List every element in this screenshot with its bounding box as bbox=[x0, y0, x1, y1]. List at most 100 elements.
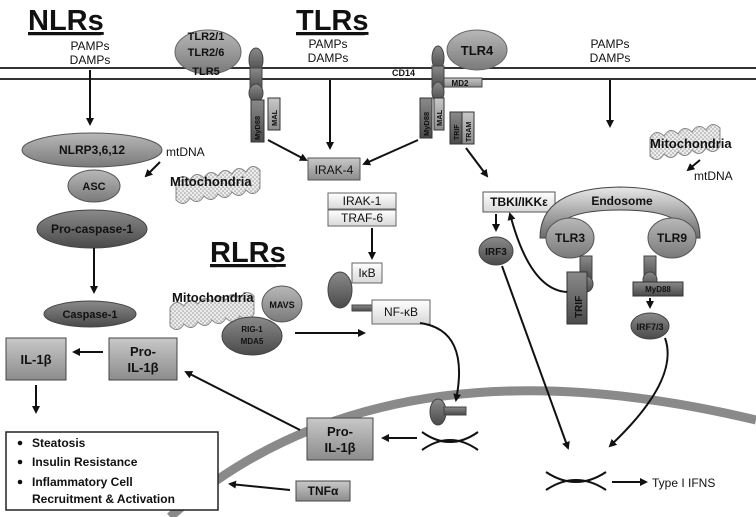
myd88-adaptor-tlr2 bbox=[250, 99, 265, 143]
tlr3-label: TLR3 bbox=[555, 231, 585, 245]
myd88-adaptor-tlr9 bbox=[632, 281, 684, 297]
mitochondria-label-right: Mitochondria bbox=[650, 136, 732, 151]
rig1-mda5 bbox=[221, 316, 283, 356]
traf6-label: TRAF-6 bbox=[341, 211, 383, 225]
myd88-adaptor-tlr4 bbox=[419, 97, 433, 139]
trif-label-tlr3: TRIF bbox=[574, 296, 585, 318]
mavs bbox=[261, 285, 303, 323]
tlr9-label: TLR9 bbox=[657, 231, 687, 245]
tnfa-label: TNFα bbox=[308, 484, 339, 498]
irf3 bbox=[478, 236, 514, 266]
mitochondria-label-left: Mitochondria bbox=[170, 174, 252, 189]
right-pamps-label: PAMPs bbox=[590, 37, 629, 51]
tram-adaptor-tlr4 bbox=[461, 111, 475, 145]
mal-label-tlr2: MAL bbox=[270, 109, 279, 126]
dna-ifn bbox=[545, 471, 607, 491]
cd14-label: CD14 bbox=[392, 68, 415, 78]
rig1-label: RIG-1 bbox=[241, 325, 263, 334]
rlrs-header: RLRs bbox=[210, 237, 286, 269]
tbk-label: TBKI/IKKε bbox=[490, 195, 548, 209]
irak-1 bbox=[327, 192, 397, 210]
effect-insulin-resistance: Insulin Resistance bbox=[32, 455, 138, 469]
endosome bbox=[539, 186, 701, 239]
nfkb-label: NF-κB bbox=[384, 305, 418, 319]
pro-il1b-n-line2: IL-1β bbox=[324, 440, 355, 455]
irak4-label: IRAK-4 bbox=[315, 163, 354, 177]
nlrp-inflammasome bbox=[21, 132, 163, 168]
tlr3 bbox=[545, 217, 595, 259]
myd88-label-tlr9: MyD88 bbox=[645, 285, 671, 294]
tlr4-receptor bbox=[446, 29, 508, 71]
il1b-label: IL-1β bbox=[20, 352, 51, 367]
endosome-label: Endosome bbox=[591, 194, 653, 208]
tlr9 bbox=[647, 217, 697, 259]
nlr-pamps-label: PAMPs bbox=[70, 39, 109, 53]
nlr-damps-label: DAMPs bbox=[70, 53, 111, 67]
tbk1-ikke bbox=[482, 191, 556, 213]
tlr4-label: TLR4 bbox=[461, 43, 494, 58]
myd88-label-tlr2: MyD88 bbox=[253, 116, 262, 140]
tlr-pamps-label: PAMPs bbox=[308, 37, 347, 51]
type1-ifn-label: Type I IFNS bbox=[652, 476, 715, 490]
mtdna-label-left: mtDNA bbox=[166, 145, 205, 159]
myd88-label-tlr4: MyD88 bbox=[422, 112, 431, 136]
mitochondria-left bbox=[175, 166, 261, 204]
nucleus-membrane bbox=[167, 386, 756, 517]
tlr2-transmembrane bbox=[248, 47, 264, 103]
tlr5-label: TLR5 bbox=[192, 66, 220, 78]
ikb bbox=[351, 262, 383, 284]
pro-il-1b-nuclear-box bbox=[306, 417, 374, 461]
asc-label: ASC bbox=[82, 181, 105, 193]
tnfa-box bbox=[295, 480, 351, 502]
mitochondria-rlr bbox=[169, 292, 255, 330]
md2-label: MD2 bbox=[452, 79, 469, 88]
effect-recruitment: Recruitment & Activation bbox=[32, 492, 175, 506]
dna-nfkb bbox=[421, 431, 479, 451]
mavs-label: MAVS bbox=[269, 300, 294, 310]
irf3-label: IRF3 bbox=[485, 247, 507, 258]
nfkb-on-dna bbox=[429, 398, 467, 426]
effect-steatosis: Steatosis bbox=[32, 436, 86, 450]
tram-label-tlr4: TRAM bbox=[466, 122, 473, 142]
pro-il1b-line2: IL-1β bbox=[127, 360, 158, 375]
nlrp-label: NLRP3,6,12 bbox=[59, 143, 125, 157]
mal-adaptor-tlr4 bbox=[433, 97, 445, 131]
mitochondria-right bbox=[649, 124, 721, 160]
ikb-label: IκB bbox=[358, 266, 375, 280]
tlr4-transmembrane bbox=[431, 45, 445, 103]
effects-box bbox=[5, 431, 219, 511]
asc-adaptor bbox=[67, 169, 121, 203]
irf7-3 bbox=[630, 312, 670, 340]
nlrs-header: NLRs bbox=[28, 5, 104, 37]
caspase-1 bbox=[43, 300, 137, 328]
trif-label-tlr4: TRIF bbox=[454, 124, 461, 140]
plasma-membrane bbox=[0, 67, 756, 80]
pro-il1b-line1: Pro- bbox=[130, 344, 156, 359]
irf73-label: IRF7/3 bbox=[636, 322, 663, 332]
mal-adaptor-tlr2 bbox=[267, 97, 281, 131]
tlr2-receptor bbox=[174, 29, 242, 75]
pathway-arrows bbox=[32, 70, 701, 491]
mitochondria-label-rlr: Mitochondria bbox=[172, 290, 254, 305]
pro-il-1b-box bbox=[108, 337, 178, 381]
tlr-damps-label: DAMPs bbox=[308, 51, 349, 65]
tlr2-6-label: TLR2/6 bbox=[188, 47, 225, 59]
right-damps-label: DAMPs bbox=[590, 51, 631, 65]
traf-6 bbox=[327, 209, 397, 227]
mtdna-label-right: mtDNA bbox=[694, 169, 733, 183]
pro-caspase-label: Pro-caspase-1 bbox=[51, 222, 133, 236]
nf-kb bbox=[371, 299, 431, 325]
trif-adaptor-tlr3 bbox=[566, 271, 588, 325]
effect-inflammatory-cell: Inflammatory Cell bbox=[32, 475, 133, 489]
pro-il1b-n-line1: Pro- bbox=[327, 424, 353, 439]
pro-caspase-1 bbox=[36, 209, 148, 249]
tlrs-header: TLRs bbox=[296, 5, 369, 37]
il-1b-box bbox=[5, 337, 67, 381]
irak-4 bbox=[307, 157, 361, 181]
mal-label-tlr4: MAL bbox=[435, 109, 444, 126]
caspase-label: Caspase-1 bbox=[62, 309, 117, 321]
ikb-kinase bbox=[327, 271, 353, 309]
mda5-label: MDA5 bbox=[241, 337, 264, 346]
tlr2-1-label: TLR2/1 bbox=[188, 31, 225, 43]
